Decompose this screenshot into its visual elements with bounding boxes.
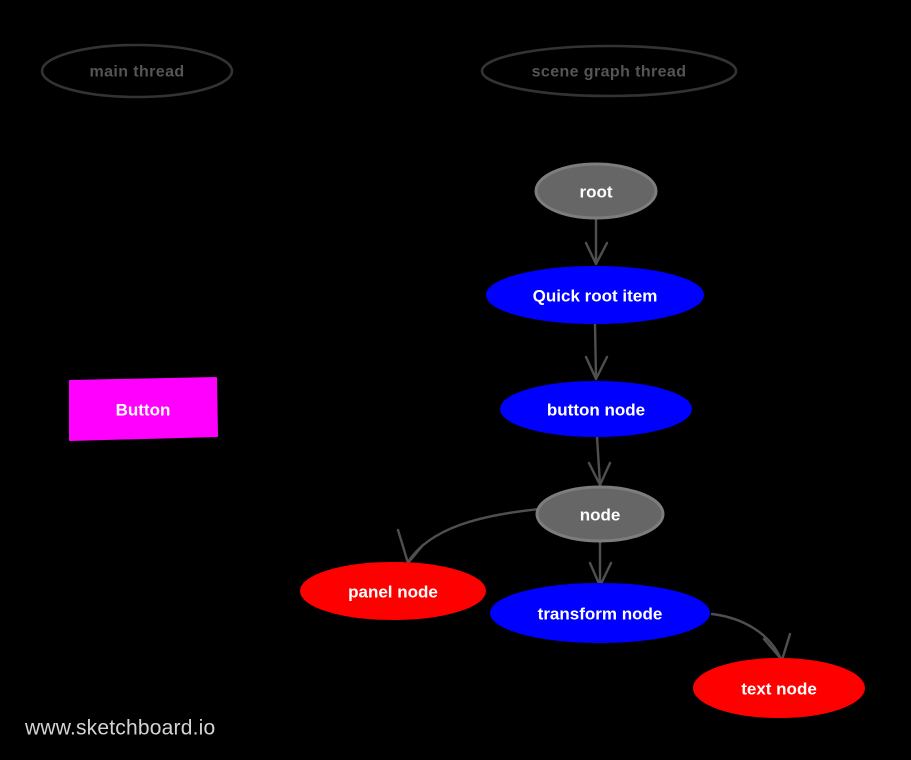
node-quick-root-item[interactable]: Quick root item: [486, 266, 704, 324]
edge-line: [593, 322, 598, 380]
node-text-node-shape: [693, 658, 865, 718]
main-thread-label: main thread: [89, 64, 184, 81]
node-root-shape: [534, 162, 658, 220]
arrowhead-icon: [584, 355, 609, 381]
swimlane-main-thread[interactable]: main thread: [40, 43, 234, 99]
edge-node-to-panel-node[interactable]: [396, 507, 542, 565]
node-panel-node-shape: [300, 562, 486, 620]
node-transform-node[interactable]: transform node: [490, 583, 710, 643]
edge-line: [595, 435, 602, 486]
scene-graph-thread-ellipse: [480, 44, 738, 98]
main-thread-ellipse: [40, 43, 234, 99]
edge-button-node-to-node[interactable]: [587, 435, 612, 487]
node-layer: root Quick root item Button button node …: [69, 162, 865, 718]
node-text-node[interactable]: text node: [693, 658, 865, 718]
node-quick-root-item-shape: [486, 266, 704, 324]
node-button-node-shape: [500, 381, 692, 437]
edge-line: [710, 612, 783, 661]
node-panel-node[interactable]: panel node: [300, 562, 486, 620]
edge-node-to-transform-node[interactable]: [588, 540, 613, 588]
node-transform-node-shape: [490, 583, 710, 643]
arrowhead-icon: [587, 461, 612, 487]
node-node-shape: [535, 485, 665, 543]
watermark-label: www.sketchboard.io: [24, 717, 215, 740]
scene-graph-thread-label: scene graph thread: [532, 64, 687, 81]
edge-root-to-quick-root-item[interactable]: [584, 217, 609, 266]
edge-layer: [396, 217, 792, 662]
edge-line: [406, 507, 542, 564]
arrowhead-icon: [584, 241, 609, 266]
node-button-node[interactable]: button node: [500, 381, 692, 437]
swimlane-scene-graph-thread[interactable]: scene graph thread: [480, 44, 738, 98]
node-button-shape: [69, 377, 218, 441]
node-root[interactable]: root: [534, 162, 658, 220]
node-node[interactable]: node: [535, 485, 665, 543]
edge-quick-root-item-to-button-node[interactable]: [584, 322, 609, 381]
edge-transform-node-to-text-node[interactable]: [710, 612, 792, 662]
node-button[interactable]: Button: [69, 377, 218, 441]
